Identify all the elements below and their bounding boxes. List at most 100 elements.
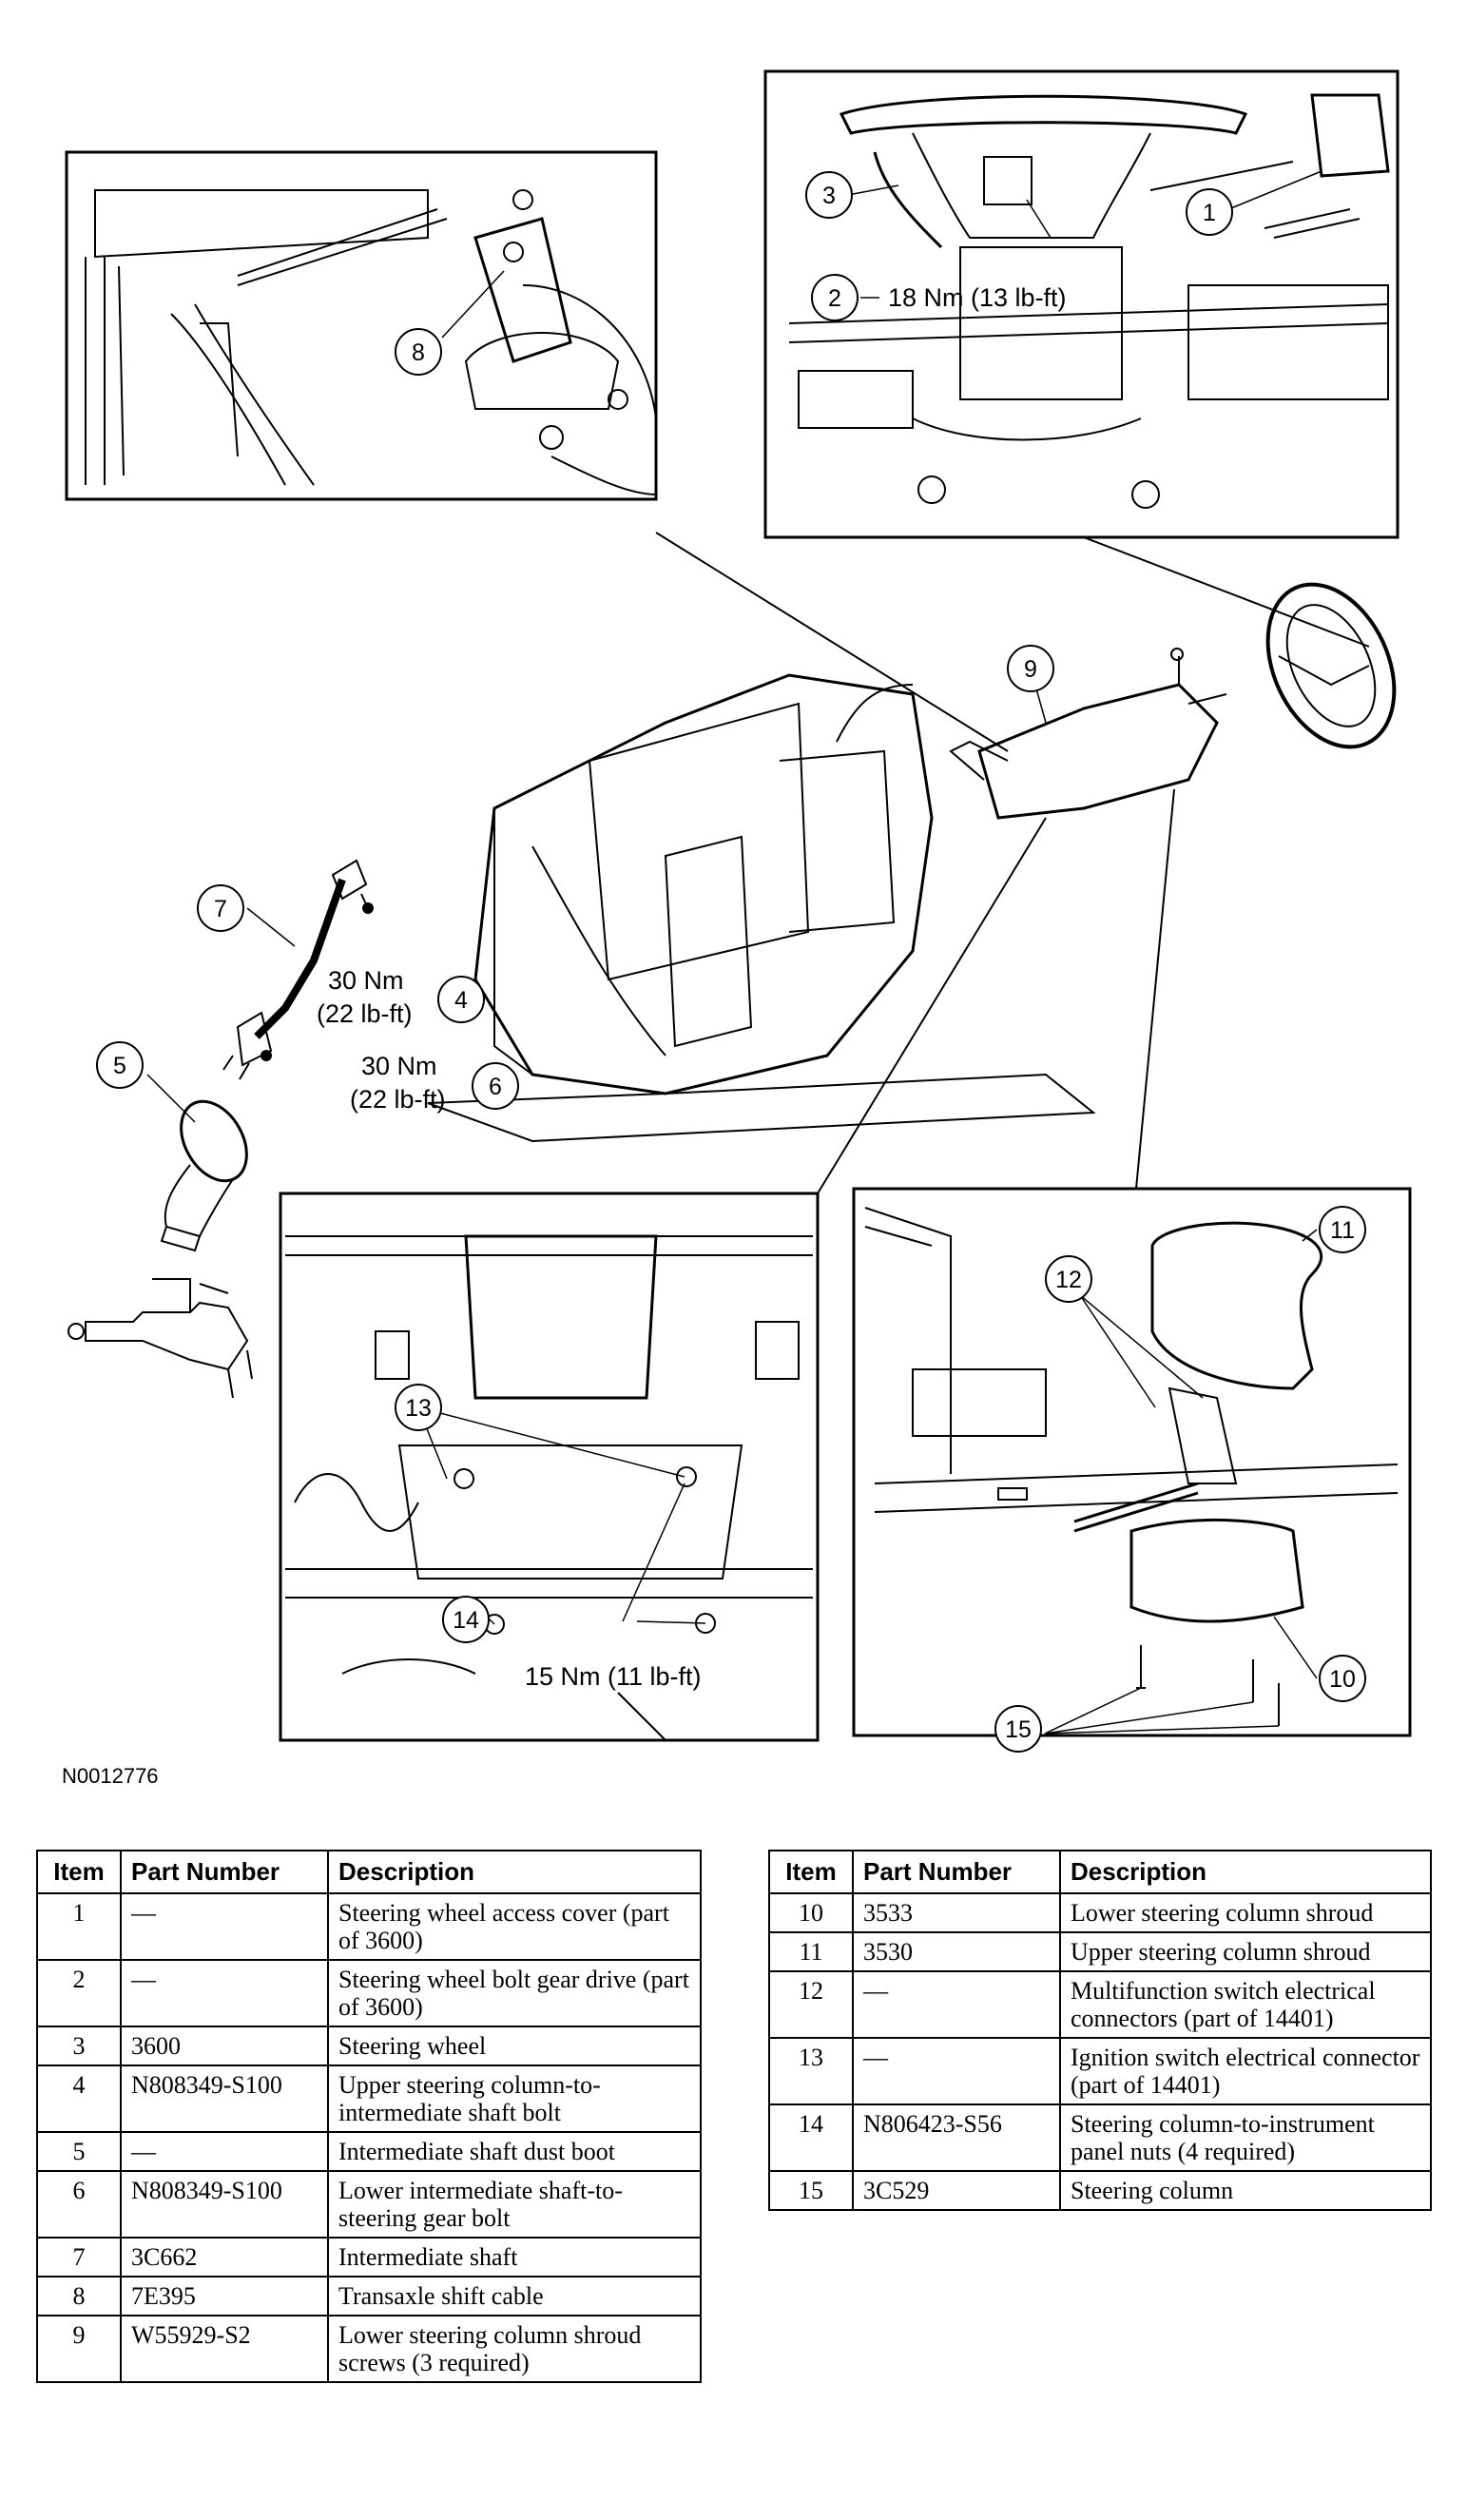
steering-gear-illustration (68, 1278, 253, 1399)
callout-circle (437, 976, 485, 1023)
cell-item: 15 (768, 2170, 854, 2211)
callout-1: 1 (1186, 188, 1233, 236)
callout-10: 10 (1319, 1655, 1366, 1702)
steering-wheel-small-illustration (1265, 582, 1397, 749)
cell-part-number: N808349-S100 (120, 2170, 329, 2239)
cell-description: Lower steering column shroud (1059, 1892, 1432, 1933)
table-row: 2—Steering wheel bolt gear drive (part o… (36, 1959, 702, 2027)
torque-spec-4-line2: (22 lb-ft) (317, 999, 413, 1028)
detail-frame-steering-wheel (763, 69, 1399, 539)
detail-frame-column-nuts (279, 1192, 820, 1742)
callout-number: 3 (822, 183, 836, 209)
cell-item: 13 (768, 2037, 854, 2105)
cell-description: Lower steering column shroud screws (3 r… (327, 2315, 702, 2383)
callout-number: 14 (453, 1607, 479, 1634)
cell-part-number: 7E395 (120, 2276, 329, 2316)
cell-description: Upper steering column-to-intermediate sh… (327, 2064, 702, 2133)
torque-spec-6-line1: 30 Nm (361, 1052, 437, 1080)
header-description: Description (1059, 1850, 1432, 1894)
cell-part-number: 3533 (852, 1892, 1061, 1933)
detail-frame-shift-cable (65, 150, 658, 501)
table-row: 5—Intermediate shaft dust boot (36, 2131, 702, 2172)
cell-item: 2 (36, 1959, 122, 2027)
cell-item: 4 (36, 2064, 122, 2133)
callout-circle (442, 1596, 490, 1643)
cell-part-number: 3600 (120, 2026, 329, 2066)
table-row: 13—Ignition switch electrical connector … (768, 2037, 1432, 2105)
callout-circle (805, 171, 853, 219)
callout-number: 15 (1005, 1716, 1032, 1743)
callout-circle (197, 884, 244, 932)
cell-part-number: 3530 (852, 1931, 1061, 1972)
header-part-number: Part Number (852, 1850, 1061, 1894)
header-item: Item (768, 1850, 854, 1894)
column-nuts-detail-illustration (285, 1234, 813, 1741)
callout-6: 6 (472, 1062, 519, 1110)
callout-15: 15 (994, 1705, 1042, 1753)
cell-description: Intermediate shaft dust boot (327, 2131, 702, 2172)
torque-spec-4-line1: 30 Nm (328, 966, 404, 995)
cell-item: 6 (36, 2170, 122, 2239)
callout-number: 7 (214, 896, 227, 922)
cell-part-number: 3C529 (852, 2170, 1061, 2211)
callout-circle (1007, 645, 1054, 692)
callout-number: 12 (1055, 1267, 1082, 1293)
callout-number: 13 (405, 1395, 432, 1422)
callout-circle (395, 328, 442, 376)
callout-2: 2 (811, 274, 859, 321)
cell-description: Steering column (1059, 2170, 1432, 2211)
callout-13: 13 (395, 1384, 442, 1431)
cell-description: Steering wheel (327, 2026, 702, 2066)
detail-frame-shrouds (852, 1187, 1412, 1737)
header-part-number: Part Number (120, 1850, 329, 1894)
callout-number: 11 (1330, 1217, 1355, 1244)
callout-circle (1319, 1655, 1366, 1702)
callout-12: 12 (1045, 1255, 1092, 1303)
cell-description: Intermediate shaft (327, 2237, 702, 2278)
intermediate-shaft-illustration (222, 859, 374, 1080)
cell-part-number: N808349-S100 (120, 2064, 329, 2133)
table-row: 1—Steering wheel access cover (part of 3… (36, 1892, 702, 1961)
cell-part-number: — (852, 2037, 1061, 2105)
cell-item: 14 (768, 2103, 854, 2172)
cell-part-number: 3C662 (120, 2237, 329, 2278)
torque-spec-6-line2: (22 lb-ft) (350, 1085, 446, 1114)
cell-item: 9 (36, 2315, 122, 2383)
callout-number: 1 (1203, 200, 1216, 226)
figure-id: N0012776 (62, 1764, 159, 1788)
callout-circle (811, 274, 859, 321)
callout-11: 11 (1319, 1206, 1366, 1253)
shift-cable-illustration (85, 189, 657, 495)
cell-description: Steering column-to-instrument panel nuts… (1059, 2103, 1432, 2172)
cell-part-number: N806423-S56 (852, 2103, 1061, 2172)
cell-item: 10 (768, 1892, 854, 1933)
cell-item: 7 (36, 2237, 122, 2278)
callout-8: 8 (395, 328, 442, 376)
callout-circle (1319, 1206, 1366, 1253)
callout-circle (1045, 1255, 1092, 1303)
cell-description: Multifunction switch electrical connecto… (1059, 1970, 1432, 2039)
cell-description: Upper steering column shroud (1059, 1931, 1432, 1972)
header-item: Item (36, 1850, 122, 1894)
cell-description: Steering wheel bolt gear drive (part of … (327, 1959, 702, 2027)
callout-number: 9 (1024, 656, 1037, 683)
cell-item: 11 (768, 1931, 854, 1972)
cell-item: 3 (36, 2026, 122, 2066)
cell-description: Lower intermediate shaft-to-steering gea… (327, 2170, 702, 2239)
steering-wheel-detail-illustration (788, 93, 1390, 509)
torque-spec-14: 15 Nm (11 lb-ft) (525, 1662, 702, 1691)
cell-part-number: — (852, 1970, 1061, 2039)
torque-spec-2: 18 Nm (13 lb-ft) (888, 283, 1067, 312)
parts-table-left: Item Part Number Description 1—Steering … (36, 1850, 702, 2383)
callout-circle (395, 1384, 442, 1431)
cell-item: 12 (768, 1970, 854, 2039)
